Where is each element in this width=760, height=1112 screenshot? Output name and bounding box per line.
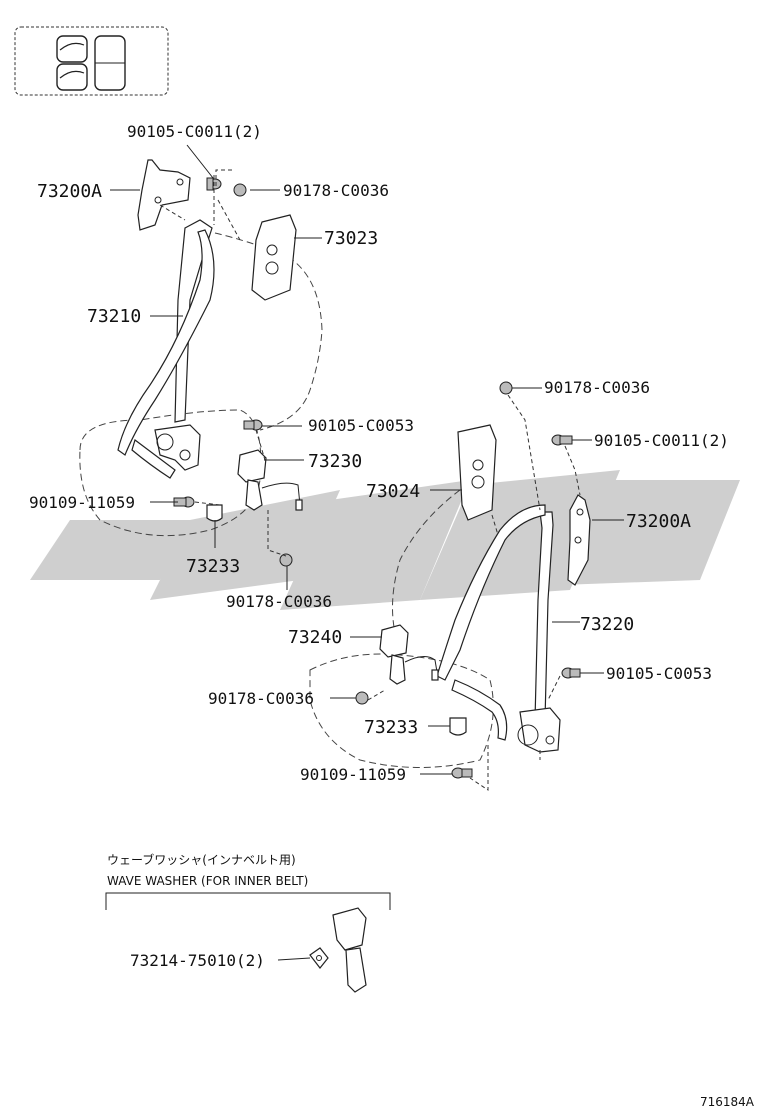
label-bolt-top-left: 90105-C0011(2) <box>127 122 262 141</box>
vehicle-locator-icon <box>14 26 169 96</box>
label-bolt-bottom-right: 90109-11059 <box>300 765 406 784</box>
buckle-right <box>379 624 439 685</box>
label-belt-right: 73220 <box>580 614 634 635</box>
figure-id: 716184A <box>700 1095 755 1109</box>
label-bolt-bottom-left: 90109-11059 <box>29 493 135 512</box>
wave-washer-inset: ウェーブワッシャ(インナベルト用) WAVE WASHER (FOR INNER… <box>105 852 391 993</box>
fasteners-left <box>173 177 293 567</box>
label-belt-left: 73210 <box>87 306 141 327</box>
retractor-right <box>517 707 561 753</box>
retractor-left <box>154 424 201 471</box>
label-cover-right: 73024 <box>366 481 420 502</box>
label-bolt-top-right: 90105-C0011(2) <box>594 431 729 450</box>
label-nut-top-left: 90178-C0036 <box>283 181 389 200</box>
inset-title-jp: ウェーブワッシャ(インナベルト用) <box>107 852 296 867</box>
inset-part-label: 73214-75010(2) <box>130 951 265 970</box>
shoulder-cover-right <box>457 424 497 521</box>
upper-anchor-bracket-left <box>137 159 191 231</box>
buckle-left <box>237 449 303 511</box>
label-bolt-mid-left: 90105-C0053 <box>308 416 414 435</box>
shoulder-cover-left <box>251 214 297 301</box>
label-bracket-upper-right: 73200A <box>626 511 691 532</box>
upper-anchor-bracket-right <box>567 494 591 586</box>
dashed-guides-left <box>159 169 287 557</box>
label-bracket-upper-left: 73200A <box>37 181 102 202</box>
small-cover-left <box>206 504 223 522</box>
inset-title-en: WAVE WASHER (FOR INNER BELT) <box>107 874 308 888</box>
label-cover-small-right: 73233 <box>364 717 418 738</box>
leader-lines <box>110 144 624 775</box>
label-buckle-right: 73240 <box>288 627 342 648</box>
dashed-guides-right <box>367 394 581 791</box>
label-bolt-mid-right: 90105-C0053 <box>606 664 712 683</box>
label-nut-top-right: 90178-C0036 <box>544 378 650 397</box>
label-cover-small-left: 73233 <box>186 556 240 577</box>
part-labels: 90105-C0011(2) 73200A 90178-C0036 73023 … <box>29 122 729 784</box>
right-seat-outline <box>309 489 494 768</box>
label-nut-bottom-left: 90178-C0036 <box>226 592 332 611</box>
label-nut-mid-right: 90178-C0036 <box>208 689 314 708</box>
small-cover-right <box>449 717 467 736</box>
label-buckle-left: 73230 <box>308 451 362 472</box>
belt-left <box>117 219 215 479</box>
label-cover-left: 73023 <box>324 228 378 249</box>
